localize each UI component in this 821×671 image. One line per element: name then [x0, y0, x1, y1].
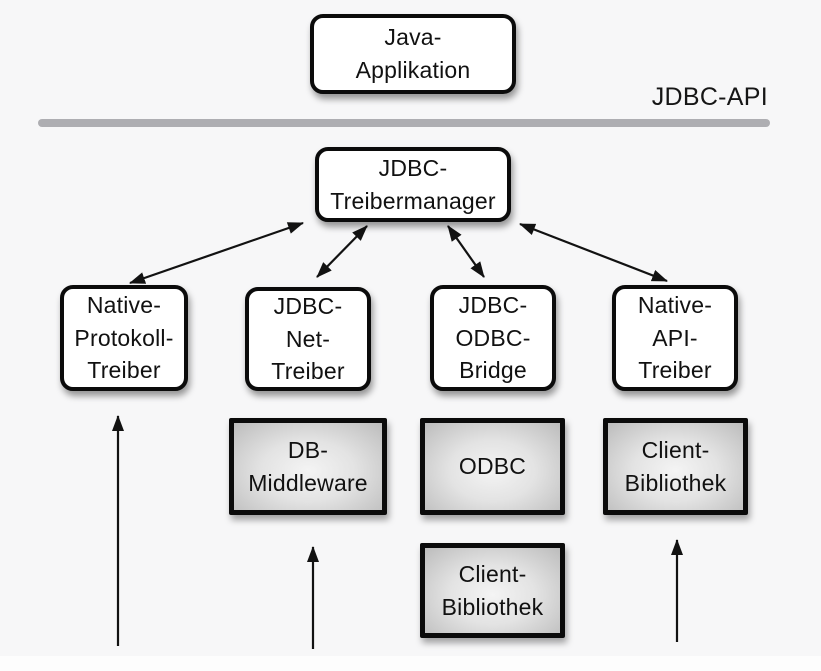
node-jdbc-net-treiber: JDBC- Net- Treiber: [245, 287, 371, 391]
node-label: Java- Applikation: [355, 24, 471, 83]
node-label: ODBC: [458, 453, 527, 480]
node-label: Native- Protokoll- Treiber: [74, 292, 174, 384]
arrow-treibermanager-jdbc-odbc: [447, 225, 485, 278]
node-client-bibliothek-native-api: Client- Bibliothek: [603, 418, 748, 515]
node-native-api-treiber: Native- API- Treiber: [612, 285, 738, 391]
node-native-protokoll-treiber: Native- Protokoll- Treiber: [60, 285, 188, 391]
node-label: Client- Bibliothek: [624, 436, 727, 496]
node-label: JDBC- Treibermanager: [330, 154, 496, 214]
node-label: Native- API- Treiber: [637, 292, 713, 384]
jdbc-api-divider-line: [38, 119, 770, 127]
jdbc-api-label: JDBC-API: [651, 83, 768, 111]
arrow-treibermanager-native-api: [519, 222, 668, 283]
node-odbc: ODBC: [420, 418, 565, 515]
node-label: JDBC- ODBC- Bridge: [455, 292, 531, 384]
node-db-middleware: DB- Middleware: [229, 418, 387, 515]
node-jdbc-odbc-bridge: JDBC- ODBC- Bridge: [430, 285, 556, 391]
arrow-treibermanager-native-protokoll: [129, 221, 304, 285]
node-label: Client- Bibliothek: [441, 560, 544, 620]
bottom-strip: [0, 656, 821, 671]
node-label: JDBC- Net- Treiber: [271, 293, 345, 385]
arrow-treibermanager-jdbc-net: [316, 225, 368, 278]
node-jdbc-treibermanager: JDBC- Treibermanager: [315, 147, 511, 222]
node-client-bibliothek-odbc: Client- Bibliothek: [420, 543, 565, 638]
node-java-applikation: Java- Applikation: [310, 14, 516, 94]
node-label: DB- Middleware: [248, 436, 368, 496]
